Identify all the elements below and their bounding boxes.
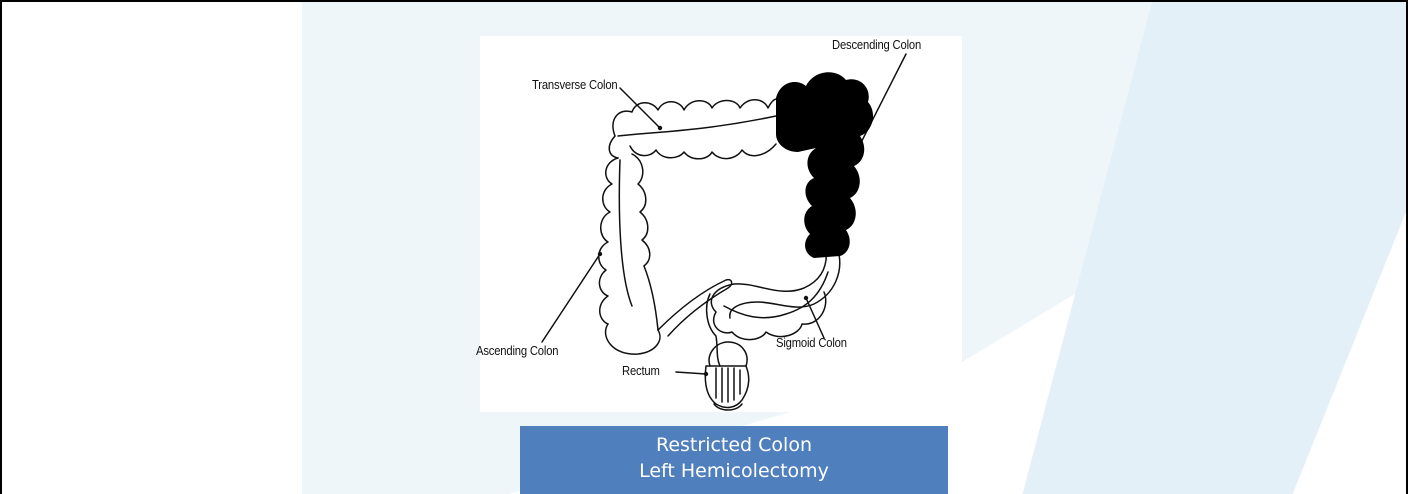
- caption-box: Restricted Colon Left Hemicolectomy: [520, 426, 948, 494]
- descending-colon-label: Descending Colon: [832, 38, 921, 52]
- caption-line-2: Left Hemicolectomy: [520, 458, 948, 484]
- rectum-label: Rectum: [622, 364, 660, 378]
- sigmoid-colon-label: Sigmoid Colon: [776, 336, 847, 350]
- colon-diagram: Transverse Colon Descending Colon Ascend…: [480, 36, 962, 412]
- caption-line-1: Restricted Colon: [520, 432, 948, 458]
- ascending-colon-label: Ascending Colon: [476, 344, 558, 358]
- transverse-colon-label: Transverse Colon: [532, 78, 618, 92]
